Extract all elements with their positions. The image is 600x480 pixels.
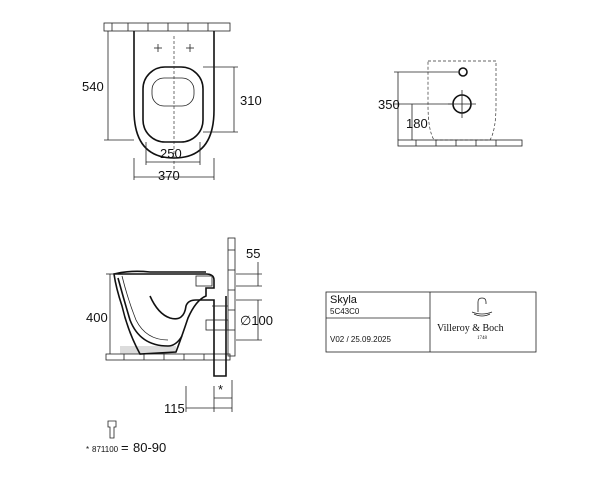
- note-star: *: [86, 445, 89, 454]
- dim-310: 310: [240, 93, 262, 108]
- wall-strip-top: [103, 22, 231, 32]
- dim-180: 180: [406, 116, 428, 131]
- note-range: 80-90: [133, 440, 166, 455]
- top-view: 540 310 250 370: [82, 22, 262, 183]
- fitting-icon: [107, 420, 117, 439]
- title-block-frame: [325, 291, 537, 353]
- water-inlet: [458, 67, 468, 77]
- dim-370: 370: [158, 168, 180, 183]
- version-date: V02 / 25.09.2025: [330, 335, 391, 344]
- inner-bowl-top: [142, 66, 204, 143]
- side-view: 55 ∅100 400 * 115: [86, 237, 273, 416]
- dim-400: 400: [86, 310, 108, 325]
- back-view: 350 180: [378, 60, 523, 147]
- product-code: 5C43C0: [330, 307, 360, 316]
- drain-hole-top: [151, 77, 195, 107]
- dim-55: 55: [246, 246, 260, 261]
- brand-name: Villeroy & Boch: [437, 323, 504, 334]
- dim-star: *: [218, 382, 223, 397]
- brand-year: 1748: [477, 336, 488, 341]
- dim-250: 250: [160, 146, 182, 161]
- dim-115: 115: [164, 401, 185, 416]
- brand-logo-icon: [471, 297, 493, 317]
- dim-350: 350: [378, 97, 400, 112]
- drain-pipe: [206, 296, 227, 377]
- note-code: 871100: [92, 445, 119, 454]
- product-name: Skyla: [330, 294, 358, 306]
- footnote: * 871100 = 80-90: [86, 420, 166, 455]
- title-block: Skyla 5C43C0 V02 / 25.09.2025 Villeroy &…: [325, 291, 537, 353]
- bowl-body-side: [113, 273, 215, 355]
- dim-540: 540: [82, 79, 104, 94]
- floor-side: [105, 353, 231, 361]
- wall-side: [227, 237, 236, 357]
- floor-strip-back: [397, 139, 523, 147]
- dim-pipe-diameter: ∅100: [240, 313, 273, 328]
- note-equals: =: [121, 440, 129, 455]
